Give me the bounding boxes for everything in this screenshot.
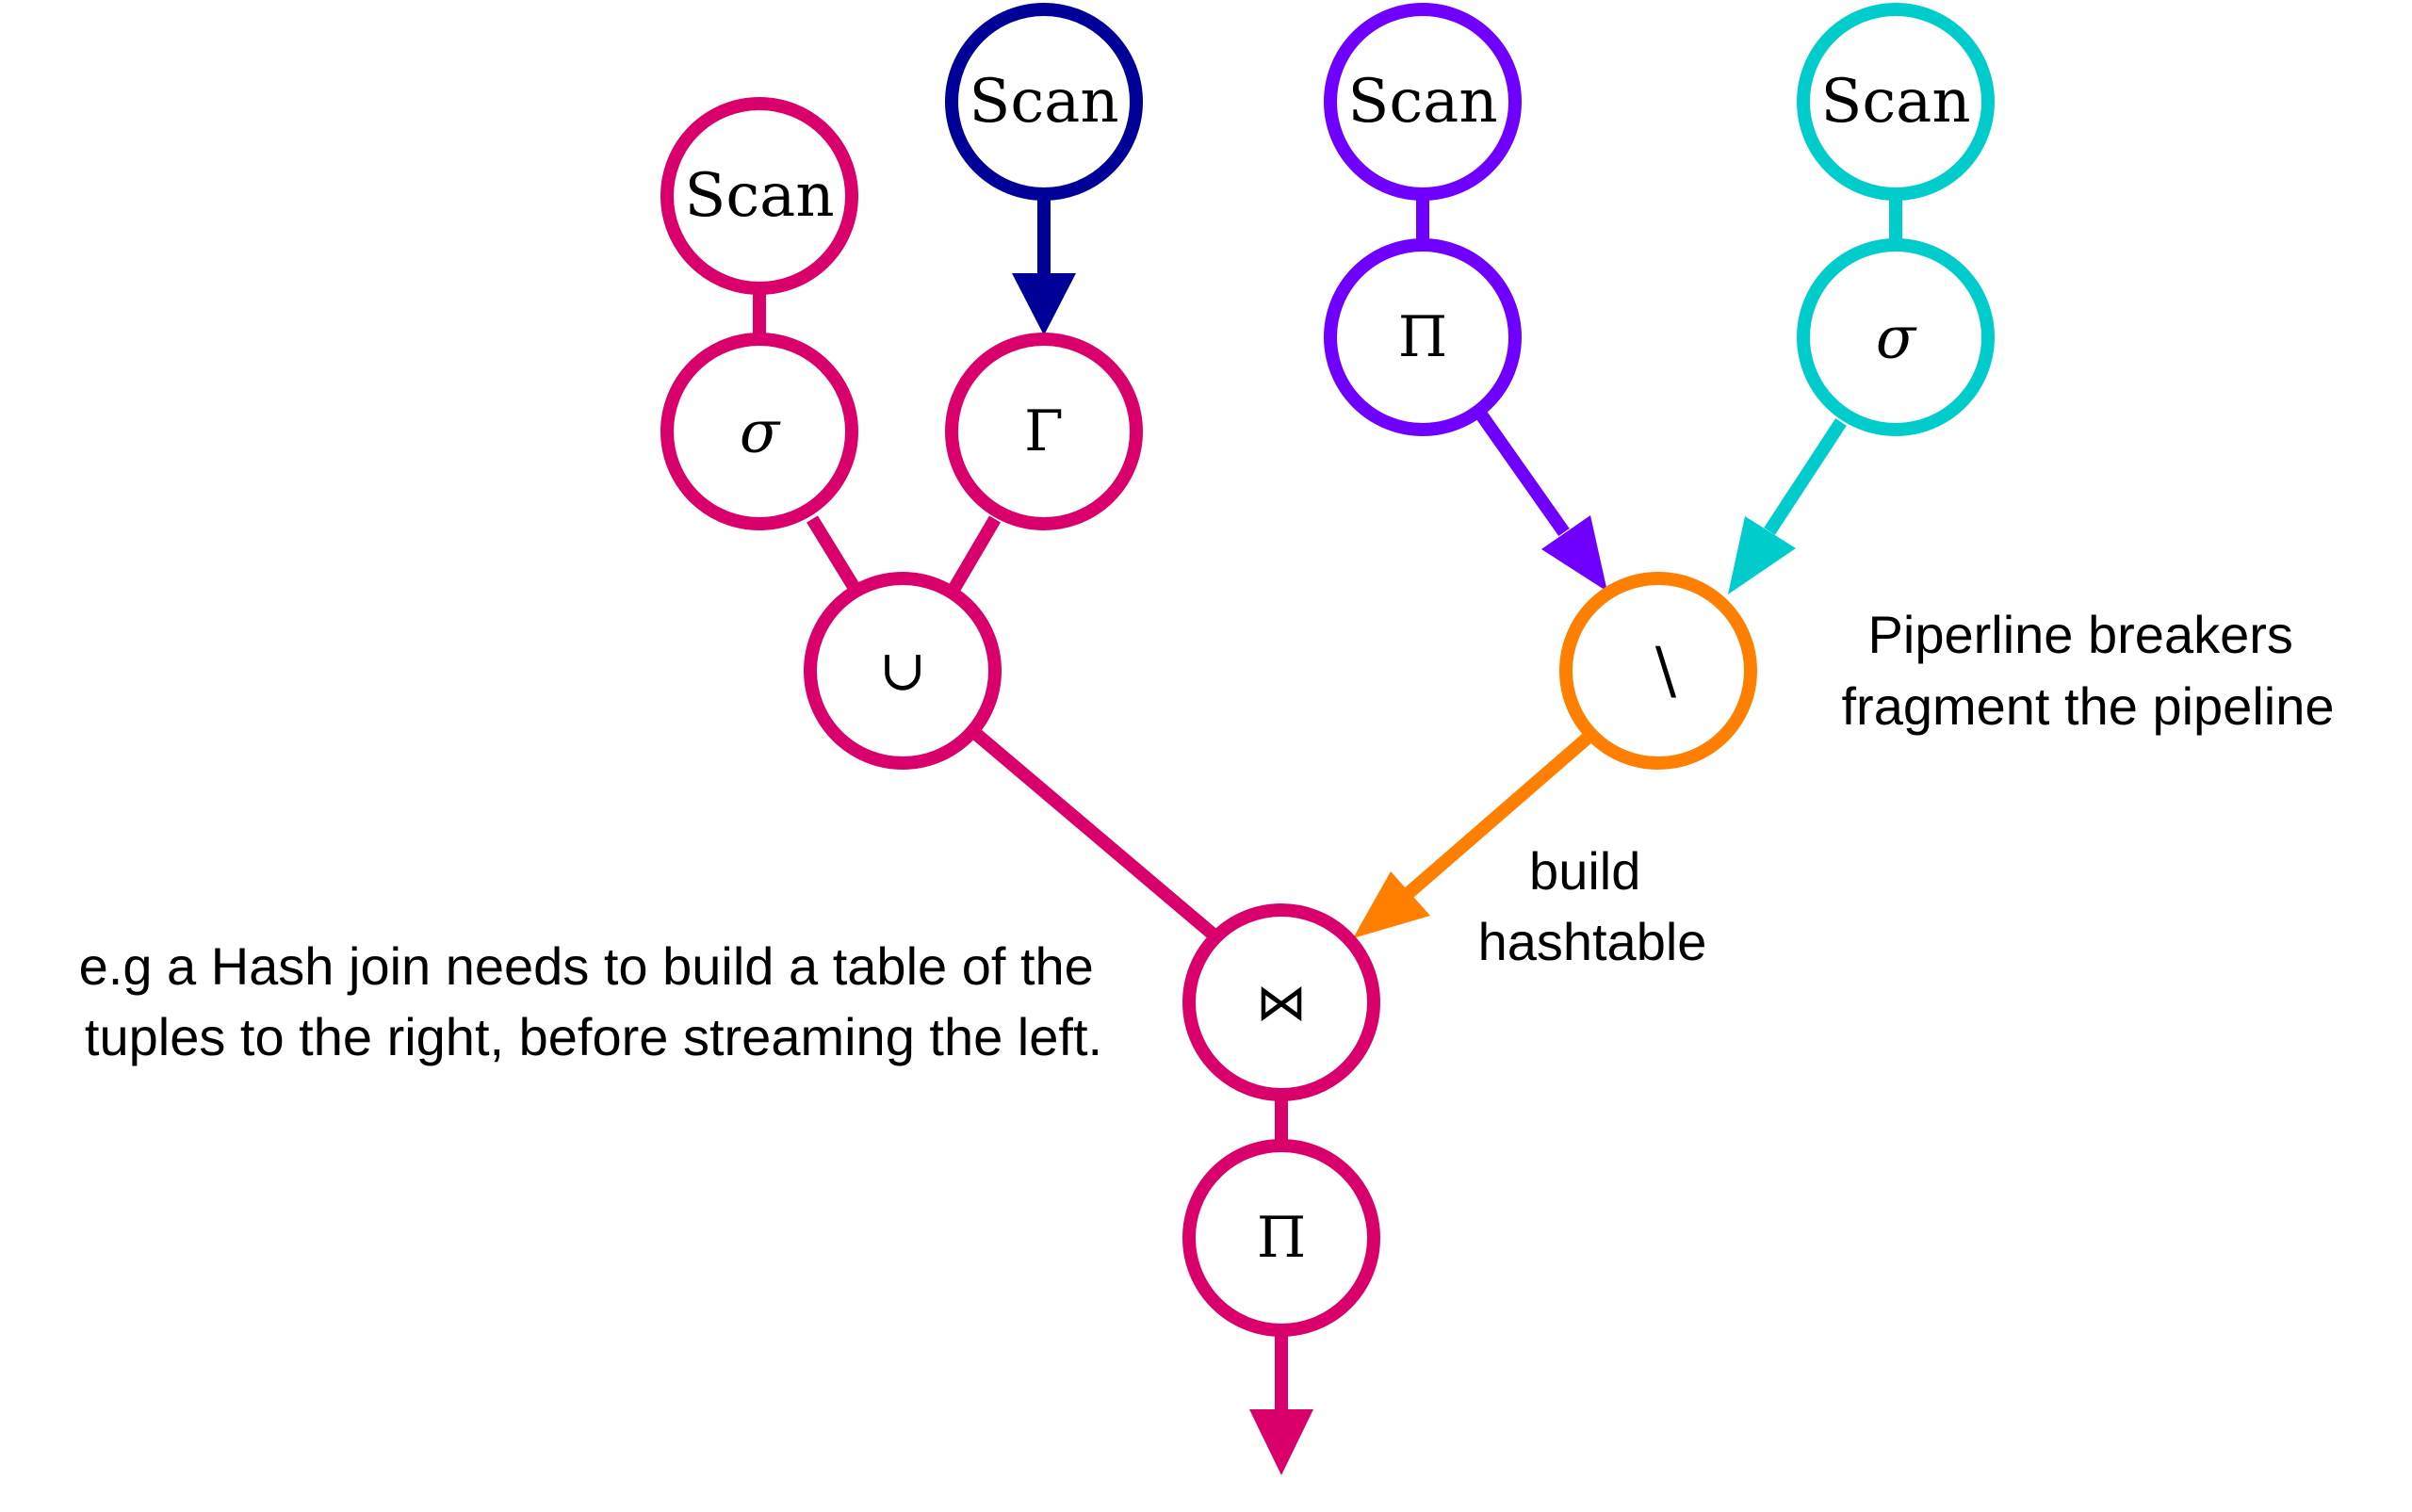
nodes: Scan Scan Scan Scan σ Γ Π σ — [660, 3, 1995, 1337]
annotations: Piperline breakers fragment the pipeline… — [79, 605, 2335, 1066]
edge-difference-to-join — [1404, 733, 1591, 899]
node-scan-d-label: Scan — [1820, 67, 1970, 137]
edge-group-by-to-union — [947, 515, 1002, 593]
annotation-hash-join-note-line-1: e.g a Hash join needs to build a table o… — [79, 936, 1094, 996]
node-select-a: σ — [660, 333, 858, 530]
node-select-d-label: σ — [1876, 303, 1917, 372]
edge-select-a-to-union — [807, 515, 861, 593]
node-difference-circle — [1559, 572, 1757, 770]
node-difference-label: \ — [1655, 635, 1677, 707]
node-group-by: Γ — [945, 333, 1143, 530]
node-scan-a-label: Scan — [684, 161, 834, 231]
edge-select-d-to-difference — [1764, 418, 1847, 535]
node-project-out: Π — [1182, 1139, 1380, 1337]
annotation-build-hashtable: build hashtable — [1478, 841, 1707, 971]
node-scan-c-circle — [1324, 3, 1522, 201]
annotation-hash-join-note-line-2: tuples to the right, before streaming th… — [85, 1007, 1102, 1066]
node-select-a-label: σ — [740, 398, 781, 466]
node-union-circle — [804, 572, 1002, 770]
node-union: ∪ — [804, 572, 1002, 770]
annotation-build-hashtable-line-1: build — [1529, 841, 1640, 901]
annotation-pipeline-breakers-line-2: fragment the pipeline — [1841, 676, 2334, 736]
node-project-c-label: Π — [1398, 304, 1447, 370]
node-scan-b-circle — [945, 3, 1143, 201]
node-scan-a: Scan — [660, 97, 858, 295]
node-scan-b: Scan — [945, 3, 1143, 201]
node-project-out-circle — [1182, 1139, 1380, 1337]
arrowhead-group-by — [1012, 273, 1076, 335]
arrowhead-output — [1249, 1409, 1313, 1475]
node-group-by-label: Γ — [1024, 398, 1064, 464]
edge-project-c-to-difference — [1475, 410, 1570, 537]
node-union-label: ∪ — [879, 638, 926, 704]
arrowheads — [1012, 273, 1796, 1475]
annotation-build-hashtable-line-2: hashtable — [1478, 912, 1707, 971]
node-scan-c: Scan — [1324, 3, 1522, 201]
node-join-label: ⋈ — [1256, 973, 1307, 1032]
node-select-a-circle — [660, 333, 858, 530]
node-scan-d-circle — [1797, 3, 1995, 201]
node-project-c-circle — [1324, 238, 1522, 436]
node-scan-b-label: Scan — [969, 67, 1118, 137]
arrowhead-select-d — [1728, 516, 1796, 594]
node-select-d-circle — [1797, 238, 1995, 436]
arrowhead-project-c — [1541, 515, 1607, 592]
annotation-pipeline-breakers: Piperline breakers fragment the pipeline — [1841, 605, 2334, 736]
node-join: ⋈ — [1182, 903, 1380, 1101]
annotation-pipeline-breakers-line-1: Piperline breakers — [1868, 605, 2293, 664]
node-join-circle — [1182, 903, 1380, 1101]
node-scan-c-label: Scan — [1347, 67, 1497, 137]
edge-union-to-join — [971, 728, 1220, 942]
node-select-d: σ — [1797, 238, 1995, 436]
edges — [753, 198, 1902, 1415]
node-group-by-circle — [945, 333, 1143, 530]
node-difference: \ — [1559, 572, 1757, 770]
node-scan-d: Scan — [1797, 3, 1995, 201]
node-project-c: Π — [1324, 238, 1522, 436]
node-scan-a-circle — [660, 97, 858, 295]
annotation-hash-join-note: e.g a Hash join needs to build a table o… — [79, 936, 1109, 1066]
node-project-out-label: Π — [1257, 1205, 1306, 1271]
arrowhead-difference — [1353, 871, 1430, 938]
